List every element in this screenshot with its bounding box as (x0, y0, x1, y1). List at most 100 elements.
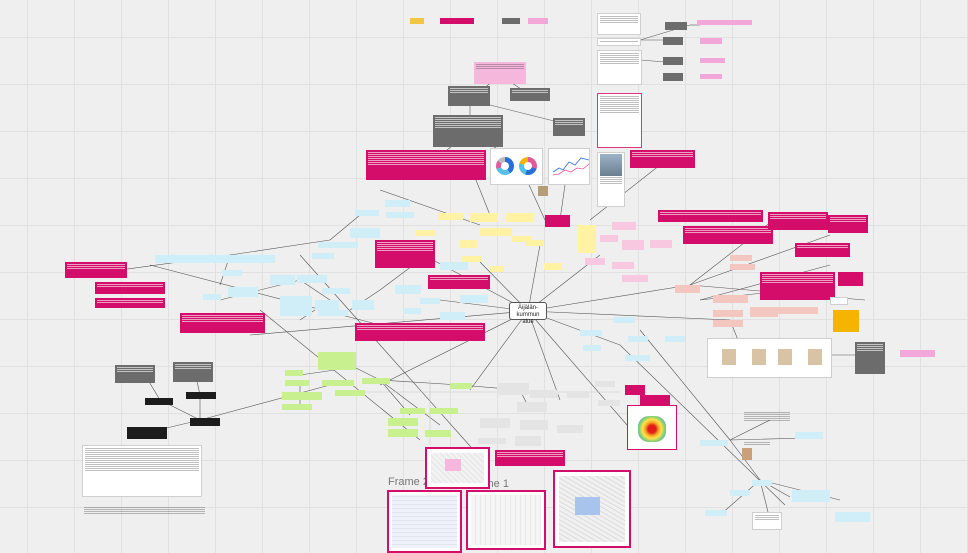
yellow-node[interactable] (480, 228, 512, 236)
blue-node[interactable] (352, 300, 374, 310)
blue-node[interactable] (318, 310, 348, 316)
note-node[interactable] (115, 365, 155, 383)
blue-node[interactable] (795, 432, 823, 439)
image-thumbnail-icon[interactable] (597, 152, 625, 207)
grey-node[interactable] (595, 381, 615, 387)
note-node-magenta[interactable] (428, 275, 490, 289)
yellow-node[interactable] (512, 236, 532, 242)
note-node-magenta[interactable] (366, 150, 486, 180)
blue-node[interactable] (583, 345, 601, 351)
blue-node[interactable] (792, 490, 830, 502)
blue-node[interactable] (403, 308, 421, 314)
blue-node[interactable] (322, 288, 350, 294)
salmon-node[interactable] (778, 307, 818, 314)
note-text[interactable] (742, 410, 792, 438)
data-table[interactable] (82, 445, 202, 497)
pink-node[interactable] (900, 350, 935, 357)
note-node-magenta[interactable] (95, 298, 165, 308)
blue-node[interactable] (730, 490, 750, 496)
blue-node[interactable] (222, 270, 242, 276)
blue-node[interactable] (752, 480, 772, 486)
grey-node[interactable] (497, 383, 529, 395)
green-node[interactable] (388, 429, 418, 437)
blue-node[interactable] (386, 212, 414, 218)
grey-node[interactable] (557, 425, 583, 433)
note-node-magenta[interactable] (795, 243, 850, 257)
grey-node[interactable] (567, 392, 589, 398)
blue-node[interactable] (705, 510, 727, 516)
legend-chip-grey[interactable] (502, 18, 520, 24)
salmon-node[interactable] (730, 255, 752, 261)
blue-node[interactable] (315, 300, 339, 310)
root-node[interactable]: Äijälän- kummun alue (509, 302, 547, 325)
yellow-node[interactable] (470, 213, 498, 222)
blue-node[interactable] (355, 210, 379, 216)
green-node[interactable] (400, 408, 425, 414)
blue-node[interactable] (350, 228, 380, 238)
yellow-node[interactable] (490, 266, 504, 272)
pink-node[interactable] (600, 235, 618, 242)
note-node[interactable] (700, 74, 722, 79)
yellow-node[interactable] (526, 240, 544, 246)
green-node[interactable] (430, 408, 458, 414)
green-node[interactable] (335, 390, 365, 396)
note-table-top-right[interactable] (597, 13, 641, 35)
note-node-magenta[interactable] (828, 215, 868, 233)
pink-node[interactable] (622, 240, 644, 250)
frame-thumbnail[interactable] (425, 447, 490, 489)
map-thumbnail-icon[interactable] (627, 405, 677, 450)
salmon-node[interactable] (713, 320, 743, 327)
data-table[interactable] (597, 93, 642, 148)
green-node[interactable] (285, 370, 303, 376)
frame-1-thumbnail[interactable] (466, 490, 546, 550)
pink-node[interactable] (612, 222, 636, 230)
note-node-magenta[interactable] (65, 262, 127, 278)
note-node[interactable] (448, 86, 490, 106)
grey-node[interactable] (515, 436, 541, 446)
note-node[interactable] (855, 342, 885, 374)
note-node[interactable] (697, 20, 752, 25)
note-node-magenta[interactable] (375, 240, 435, 268)
green-node[interactable] (318, 352, 356, 370)
note-node[interactable] (474, 62, 526, 84)
chart-thumbnail-icon[interactable] (490, 148, 543, 185)
green-node[interactable] (282, 392, 322, 400)
blue-node[interactable] (318, 242, 358, 248)
pink-node[interactable] (622, 275, 648, 282)
salmon-node[interactable] (730, 264, 755, 270)
orange-node[interactable] (833, 310, 859, 332)
note-node[interactable] (700, 58, 725, 63)
note-node-magenta[interactable] (760, 272, 835, 300)
black-node[interactable] (145, 398, 173, 405)
green-node[interactable] (282, 404, 312, 410)
blue-node[interactable] (297, 275, 327, 283)
note-text[interactable] (742, 440, 772, 454)
data-table[interactable] (597, 50, 642, 85)
note-node-magenta[interactable] (180, 313, 265, 333)
pink-node[interactable] (585, 258, 605, 265)
yellow-node[interactable] (460, 240, 478, 248)
blue-node[interactable] (228, 287, 258, 297)
note-node[interactable] (665, 22, 687, 30)
legend-chip-magenta[interactable] (440, 18, 474, 24)
blue-node[interactable] (280, 296, 312, 316)
note-node-magenta[interactable] (545, 215, 570, 227)
legend-chip-yellow[interactable] (410, 18, 424, 24)
note-node-magenta[interactable] (625, 385, 645, 395)
note-node[interactable] (510, 88, 550, 101)
green-node[interactable] (425, 430, 451, 437)
salmon-node[interactable] (675, 285, 700, 293)
note-node-magenta[interactable] (683, 226, 773, 244)
note-text[interactable] (752, 512, 782, 530)
yellow-node[interactable] (438, 213, 463, 220)
blue-node[interactable] (835, 512, 870, 522)
green-node[interactable] (388, 418, 418, 426)
grey-node[interactable] (478, 438, 506, 444)
black-node[interactable] (127, 427, 167, 439)
blue-node[interactable] (625, 355, 650, 361)
blue-node[interactable] (440, 262, 468, 270)
grey-node[interactable] (598, 400, 620, 406)
note-node-magenta[interactable] (768, 212, 828, 230)
note-node[interactable] (663, 73, 683, 81)
